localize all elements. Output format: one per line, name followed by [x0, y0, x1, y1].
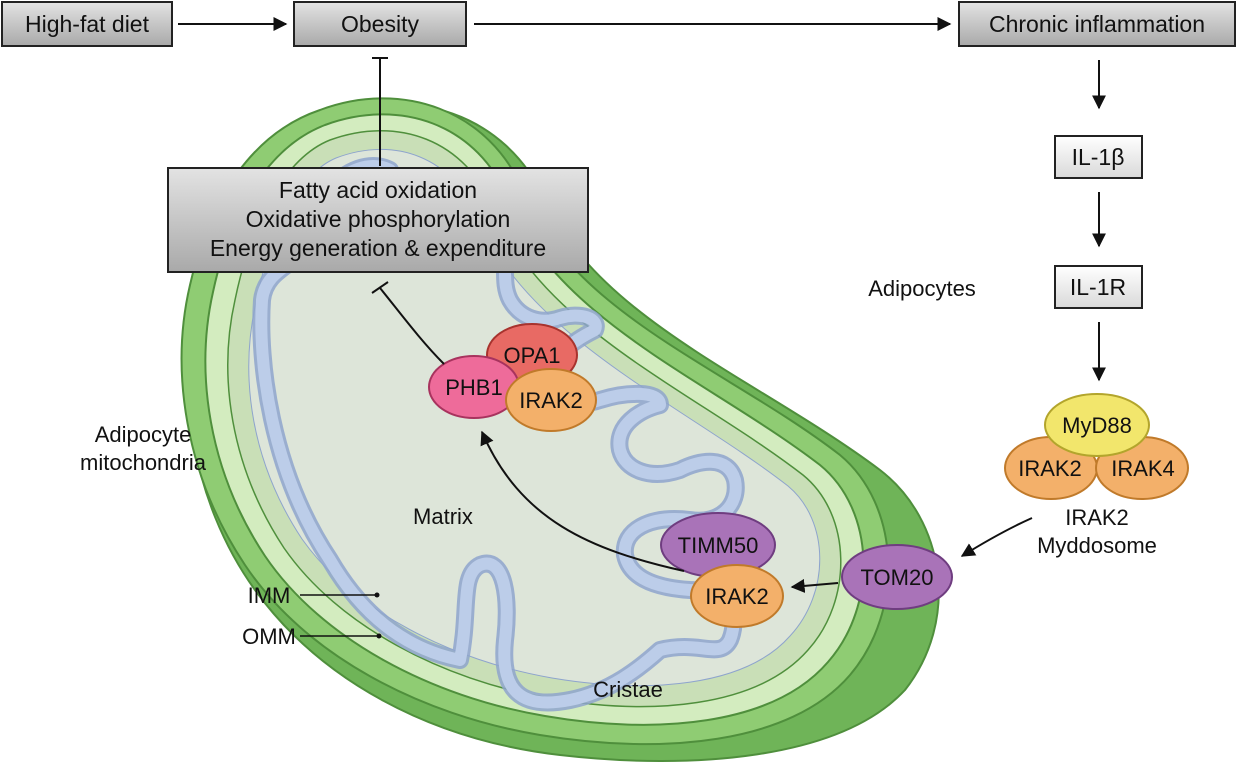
myddosome-complex: MyD88 IRAK2 IRAK4 [1004, 393, 1189, 500]
tom20-label: TOM20 [861, 565, 934, 590]
timm50-irak2-complex: TIMM50 IRAK2 [660, 512, 784, 628]
omm-pointer-dot [376, 633, 382, 639]
function-line-2: Oxidative phosphorylation [246, 206, 511, 232]
imm-label: IMM [248, 583, 291, 608]
timm50-label: TIMM50 [678, 533, 759, 558]
imm-pointer-dot [374, 592, 380, 598]
irak2-top-node [505, 368, 597, 432]
irak2-myddosome-label: IRAK2 [1018, 456, 1082, 481]
irak4-label: IRAK4 [1111, 456, 1175, 481]
il1r-box: IL-1R [1054, 265, 1143, 309]
myddosome-caption-2: Myddosome [1037, 533, 1157, 558]
inhibit-bar-function [371, 281, 389, 294]
arrow-tom20-to-irak2 [790, 578, 839, 593]
obesity-box: Obesity [293, 1, 467, 47]
opa1-phb1-irak2-complex: OPA1 PHB1 IRAK2 [428, 323, 597, 432]
mito-label-2: mitochondria [80, 450, 207, 475]
inhibit-line-phb1 [379, 287, 445, 365]
adipocytes-label: Adipocytes [868, 276, 976, 301]
function-line-3: Energy generation & expenditure [210, 235, 546, 261]
tom20-node-group: TOM20 [841, 544, 953, 610]
arrow-myddosome-to-tom20 [960, 517, 1033, 557]
chronic-inflammation-box: Chronic inflammation [958, 1, 1236, 47]
function-line-1: Fatty acid oxidation [279, 177, 477, 203]
il1r-label: IL-1R [1070, 274, 1126, 300]
irak2-bottom-label: IRAK2 [705, 584, 769, 609]
matrix-label: Matrix [413, 504, 473, 529]
chronic-inflammation-label: Chronic inflammation [989, 11, 1205, 37]
il1b-label: IL-1β [1072, 144, 1125, 170]
omm-label: OMM [242, 624, 296, 649]
cristae-label: Cristae [593, 677, 663, 702]
myddosome-caption-1: IRAK2 [1065, 505, 1129, 530]
myd88-label: MyD88 [1062, 413, 1132, 438]
high-fat-diet-box: High-fat diet [1, 1, 173, 47]
phb1-label: PHB1 [445, 375, 502, 400]
mitochondrial-function-box: Fatty acid oxidation Oxidative phosphory… [167, 167, 589, 273]
obesity-label: Obesity [341, 11, 419, 37]
high-fat-diet-label: High-fat diet [25, 11, 150, 37]
il1b-box: IL-1β [1054, 135, 1143, 179]
mito-label-1: Adipocyte [95, 422, 192, 447]
tom20-node [841, 544, 953, 610]
arrow-irak2-to-phb1 [480, 430, 685, 572]
irak2-bottom-node [690, 564, 784, 628]
irak2-top-label: IRAK2 [519, 388, 583, 413]
opa1-label: OPA1 [503, 343, 560, 368]
myd88-node [1044, 393, 1150, 457]
